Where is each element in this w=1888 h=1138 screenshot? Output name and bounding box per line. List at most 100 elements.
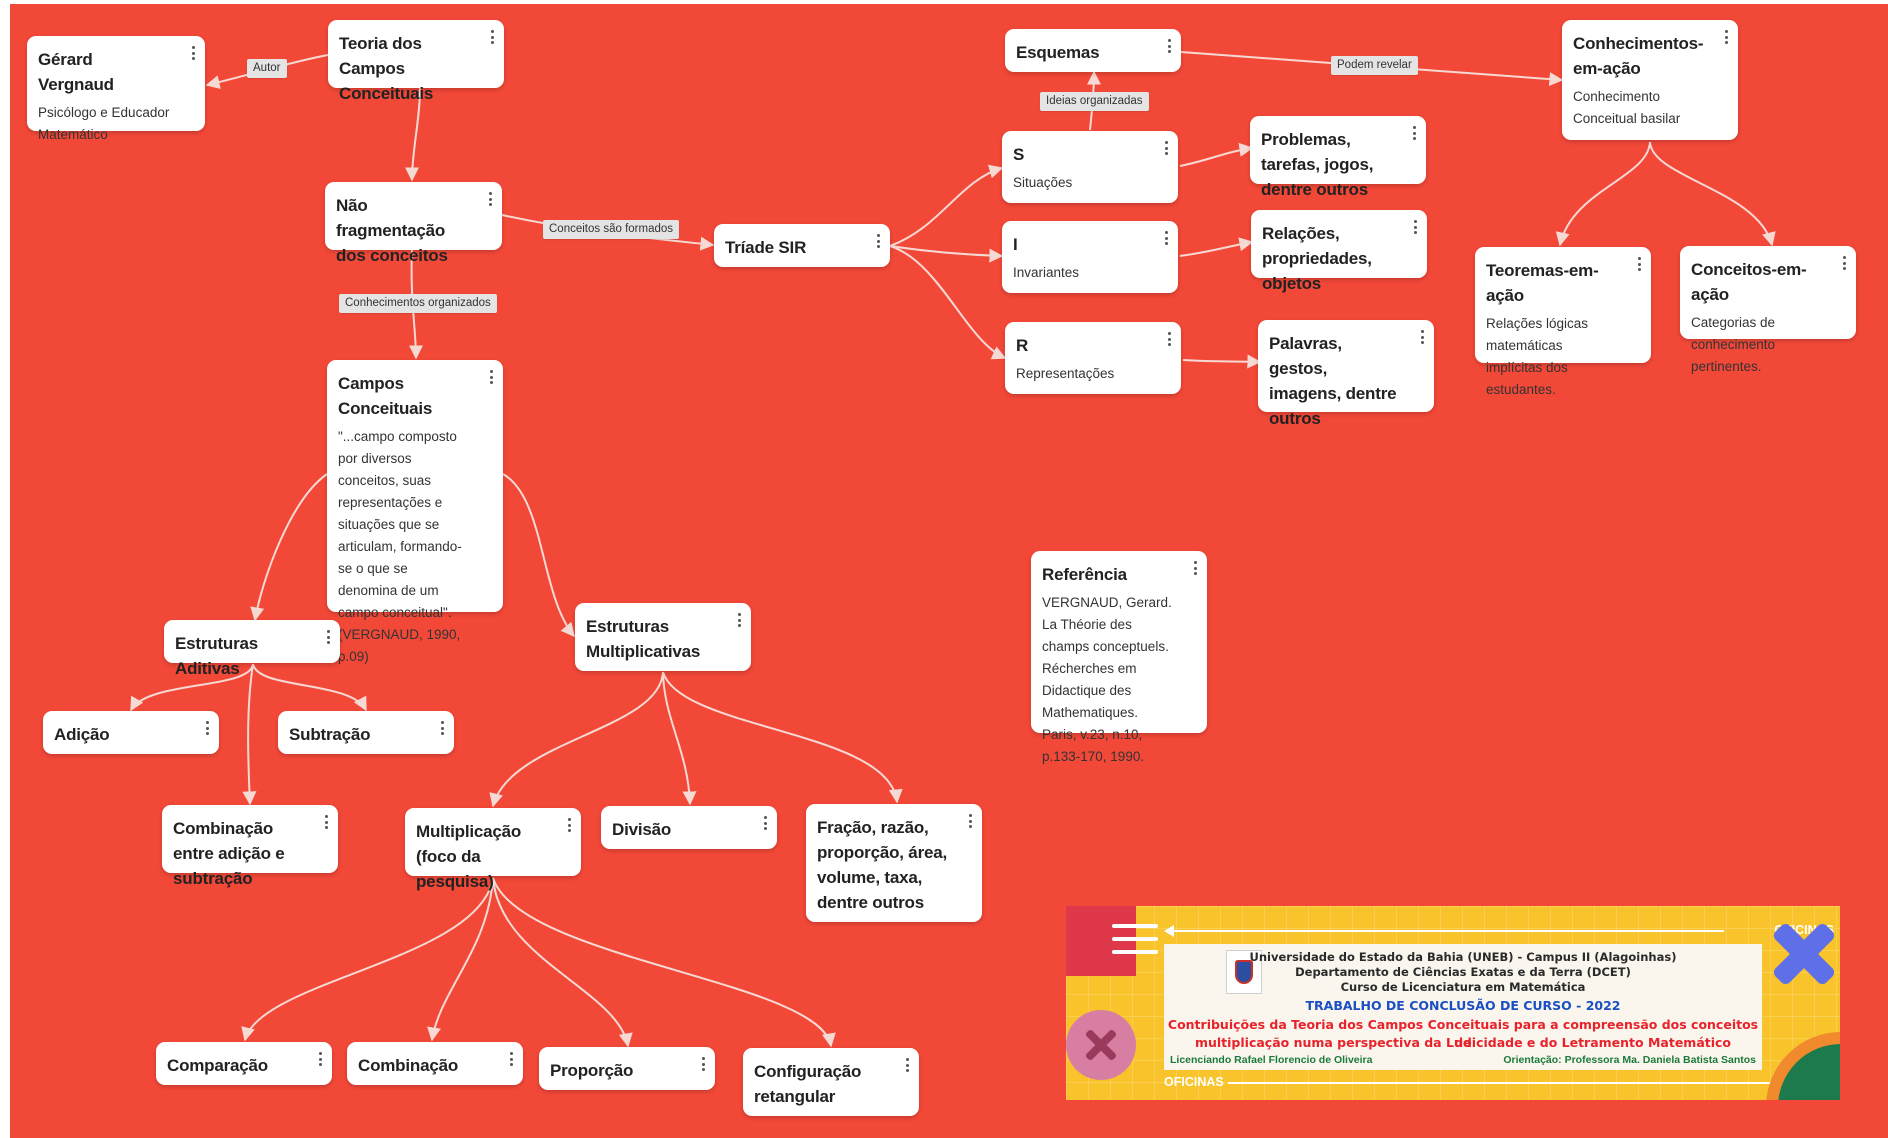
node-conceitos-em-acao[interactable]: Conceitos-em-ação Categorias de conhecim…	[1680, 246, 1856, 374]
node-title: Combinação	[358, 1056, 459, 1075]
node-s-situacoes[interactable]: S Situações	[1002, 131, 1178, 203]
node-estruturas-multiplicativas[interactable]: Estruturas Multiplicativas	[575, 603, 751, 671]
node-body: Relações lógicas matemáticas implícitas …	[1486, 316, 1589, 397]
node-title: Conceitos-em-ação	[1691, 260, 1807, 304]
node-conhecimentos-em-acao[interactable]: Conhecimentos-em-ação Conhecimento Conce…	[1562, 20, 1738, 140]
edge-label-ideias-organizadas: Ideias organizadas	[1040, 92, 1149, 111]
node-combinacao-adicao-subtracao[interactable]: Combinação entre adição e subtração	[162, 805, 338, 888]
node-title: Divisão	[612, 820, 672, 839]
node-problemas-tarefas[interactable]: Problemas, tarefas, jogos, dentre outros	[1250, 116, 1426, 199]
node-body: VERGNAUD, Gerard. La Théorie des champs …	[1042, 595, 1172, 764]
banner-department: Departamento de Ciências Exatas e da Ter…	[1295, 965, 1631, 979]
banner-panel: Universidade do Estado da Bahia (UNEB) -…	[1164, 944, 1762, 1070]
x-icon	[1771, 921, 1837, 987]
banner-advisor: Orientação: Professora Ma. Daniela Batis…	[1503, 1054, 1756, 1066]
node-title: Teoremas-em-ação	[1486, 261, 1599, 305]
node-menu-icon[interactable]	[1164, 37, 1174, 55]
node-menu-icon[interactable]	[564, 816, 574, 834]
node-body: Conhecimento Conceitual basilar	[1573, 89, 1681, 126]
node-title: Subtração	[289, 725, 371, 744]
node-combinacao[interactable]: Combinação	[347, 1042, 523, 1085]
node-menu-icon[interactable]	[1190, 559, 1200, 577]
node-campos-conceituais[interactable]: Campos Conceituais "...campo composto po…	[327, 360, 503, 664]
node-menu-icon[interactable]	[902, 1056, 912, 1074]
node-title: Comparação	[167, 1056, 268, 1075]
banner-red-square	[1066, 906, 1136, 976]
node-title: Conhecimentos-em-ação	[1573, 34, 1704, 78]
banner-title-line1: Contribuições da Teoria dos Campos Conce…	[1167, 1017, 1759, 1050]
node-multiplicacao[interactable]: Multiplicação (foco da pesquisa)	[405, 808, 581, 891]
node-title: Gérard Vergnaud	[38, 50, 114, 94]
node-menu-icon[interactable]	[1161, 139, 1171, 157]
node-menu-icon[interactable]	[485, 190, 495, 208]
banner-oficinas-top: OFICINAS	[1164, 923, 1834, 939]
node-r-representacoes[interactable]: R Representações	[1005, 322, 1181, 394]
node-menu-icon[interactable]	[698, 1055, 708, 1073]
node-menu-icon[interactable]	[873, 232, 883, 250]
node-proporcao[interactable]: Proporção	[539, 1047, 715, 1090]
node-body: Psicólogo e Educador Matemático	[38, 105, 170, 142]
arrow-left-icon	[1164, 925, 1174, 937]
node-title: Esquemas	[1016, 43, 1100, 62]
node-body: Invariantes	[1013, 265, 1080, 280]
node-menu-icon[interactable]	[1164, 330, 1174, 348]
node-divisao[interactable]: Divisão	[601, 806, 777, 849]
node-teoremas-em-acao[interactable]: Teoremas-em-ação Relações lógicas matemá…	[1475, 247, 1651, 397]
node-palavras-gestos[interactable]: Palavras, gestos, imagens, dentre outros	[1258, 320, 1434, 428]
node-menu-icon[interactable]	[965, 812, 975, 830]
node-subtracao[interactable]: Subtração	[278, 711, 454, 754]
banner-author: Licenciando Rafael Florencio de Oliveira	[1170, 1054, 1373, 1066]
node-menu-icon[interactable]	[1409, 124, 1419, 142]
node-title: I	[1013, 235, 1018, 254]
node-menu-icon[interactable]	[734, 611, 744, 629]
node-gerard-vergnaud[interactable]: Gérard Vergnaud Psicólogo e Educador Mat…	[27, 36, 205, 142]
node-menu-icon[interactable]	[486, 368, 496, 386]
node-title: Multiplicação (foco da pesquisa)	[416, 822, 522, 891]
node-relacoes-propriedades[interactable]: Relações, propriedades, objetos	[1251, 210, 1427, 293]
node-teoria-campos-conceituais[interactable]: Teoria dos Campos Conceituais	[328, 20, 504, 103]
close-circle-icon	[1066, 1010, 1136, 1080]
edge-label-podem-revelar: Podem revelar	[1331, 56, 1418, 75]
node-fracao-razao[interactable]: Fração, razão, proporção, área, volume, …	[806, 804, 982, 922]
node-comparacao[interactable]: Comparação	[156, 1042, 332, 1085]
node-title: Tríade SIR	[725, 238, 807, 257]
node-menu-icon[interactable]	[315, 1050, 325, 1068]
node-title: Campos Conceituais	[338, 374, 433, 418]
node-body: Representações	[1016, 366, 1115, 381]
node-title: Fração, razão, proporção, área, volume, …	[817, 818, 948, 912]
node-menu-icon[interactable]	[323, 628, 333, 646]
node-body: Situações	[1013, 175, 1073, 190]
node-menu-icon[interactable]	[760, 814, 770, 832]
node-menu-icon[interactable]	[1161, 229, 1171, 247]
node-adicao[interactable]: Adição	[43, 711, 219, 754]
node-menu-icon[interactable]	[1839, 254, 1849, 272]
node-referencia[interactable]: Referência VERGNAUD, Gerard. La Théorie …	[1031, 551, 1207, 764]
node-menu-icon[interactable]	[1721, 28, 1731, 46]
node-menu-icon[interactable]	[506, 1050, 516, 1068]
node-menu-icon[interactable]	[1410, 218, 1420, 236]
node-triade-sir[interactable]: Tríade SIR	[714, 224, 890, 267]
node-title: Teoria dos Campos Conceituais	[339, 34, 434, 103]
node-menu-icon[interactable]	[1634, 255, 1644, 273]
node-menu-icon[interactable]	[202, 719, 212, 737]
banner-course: Curso de Licenciatura em Matemática	[1340, 980, 1586, 994]
node-title: Não fragmentação dos conceitos	[336, 196, 448, 265]
node-title: Configuração retangular	[754, 1062, 862, 1106]
node-menu-icon[interactable]	[487, 28, 497, 46]
node-estruturas-aditivas[interactable]: Estruturas Aditivas	[164, 620, 340, 678]
edge-label-conhecimentos-organizados: Conhecimentos organizados	[339, 294, 497, 313]
node-menu-icon[interactable]	[321, 813, 331, 831]
edge-label-conceitos-formados: Conceitos são formados	[543, 220, 680, 239]
node-title: Problemas, tarefas, jogos, dentre outros	[1261, 130, 1374, 199]
node-nao-fragmentacao[interactable]: Não fragmentação dos conceitos	[325, 182, 502, 265]
uneb-logo	[1226, 950, 1262, 994]
node-menu-icon[interactable]	[1417, 328, 1427, 346]
node-menu-icon[interactable]	[437, 719, 447, 737]
banner-institution: Universidade do Estado da Bahia (UNEB) -…	[1249, 950, 1677, 964]
node-menu-icon[interactable]	[188, 44, 198, 62]
tcc-banner: OFICINAS Universidade do Estado da Bahia…	[1066, 906, 1840, 1100]
node-title: Adição	[54, 725, 110, 744]
node-configuracao-retangular[interactable]: Configuração retangular	[743, 1048, 919, 1116]
node-i-invariantes[interactable]: I Invariantes	[1002, 221, 1178, 293]
node-esquemas[interactable]: Esquemas	[1005, 29, 1181, 72]
